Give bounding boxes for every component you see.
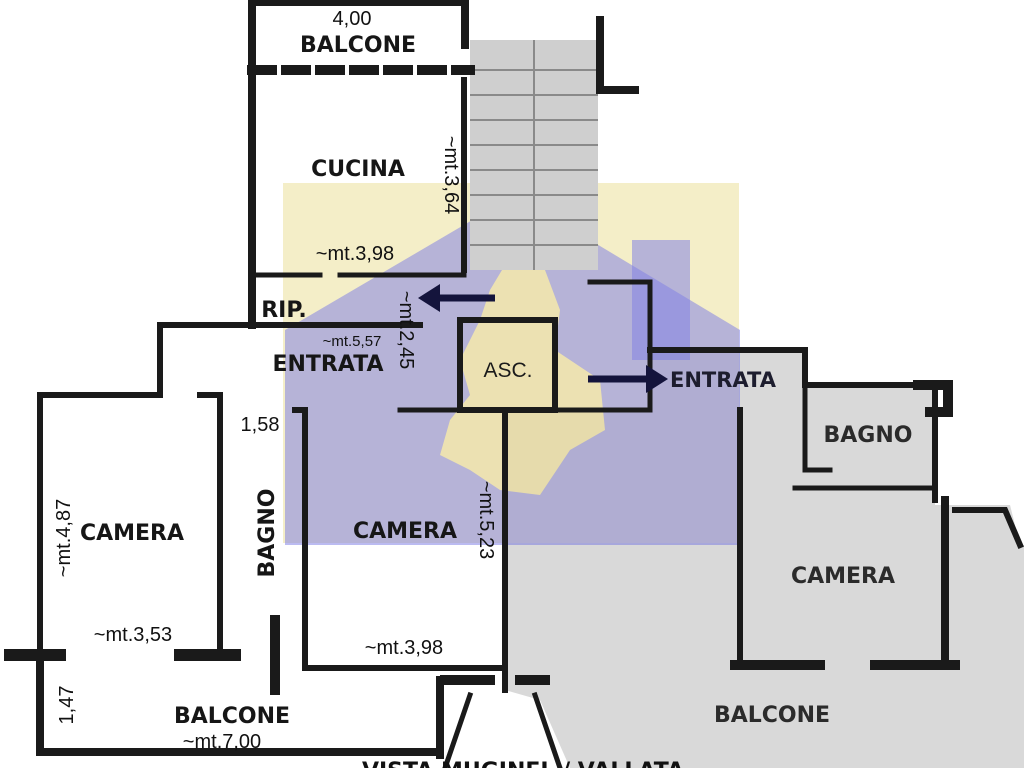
dim-balcone-depth: 1,47 xyxy=(56,686,78,725)
dim-camera-left-width: ~mt.3,53 xyxy=(94,624,172,646)
dim-cucina-height: ~mt.3,64 xyxy=(440,136,462,214)
room-label-balcone-bottom-right: BALCONE xyxy=(714,703,830,728)
room-label-entrata-main: ENTRATA xyxy=(272,352,383,377)
entry-arrow-left xyxy=(418,284,495,312)
walls xyxy=(4,0,1024,768)
dim-cucina-width: ~mt.3,98 xyxy=(316,243,394,265)
dim-entrata-width: ~mt.5,57 xyxy=(323,333,382,350)
room-label-asc: ASC. xyxy=(483,359,532,382)
room-label-cucina: CUCINA xyxy=(311,157,405,182)
room-label-bagno-right: BAGNO xyxy=(824,423,913,448)
room-label-balcone-top: BALCONE xyxy=(300,33,416,58)
dim-camera-left-height: ~mt.4,87 xyxy=(53,499,75,577)
room-label-entrata-right: ENTRATA xyxy=(670,368,777,392)
dim-entrata-height: ~mt.2,45 xyxy=(395,291,417,369)
dim-bagno-width: 1,58 xyxy=(241,414,280,436)
dim-camera-center-height: ~mt.5,23 xyxy=(475,481,497,559)
view-label: VISTA MUGINEL / VALLATA xyxy=(362,759,684,768)
room-label-camera-center: CAMERA xyxy=(353,519,457,544)
room-label-rip: RIP. xyxy=(261,298,307,323)
room-label-camera-left: CAMERA xyxy=(80,521,184,546)
dim-balcone-top-width: 4,00 xyxy=(333,8,372,30)
room-label-camera-right: CAMERA xyxy=(791,564,895,589)
staircase xyxy=(470,40,598,270)
dim-balcone-length: ~mt.7,00 xyxy=(183,731,261,753)
room-label-bagno-left: BAGNO xyxy=(255,489,280,578)
room-label-balcone-bottom-left: BALCONE xyxy=(174,704,290,729)
dim-camera-center-width: ~mt.3,98 xyxy=(365,637,443,659)
entry-arrow-right xyxy=(588,365,668,393)
